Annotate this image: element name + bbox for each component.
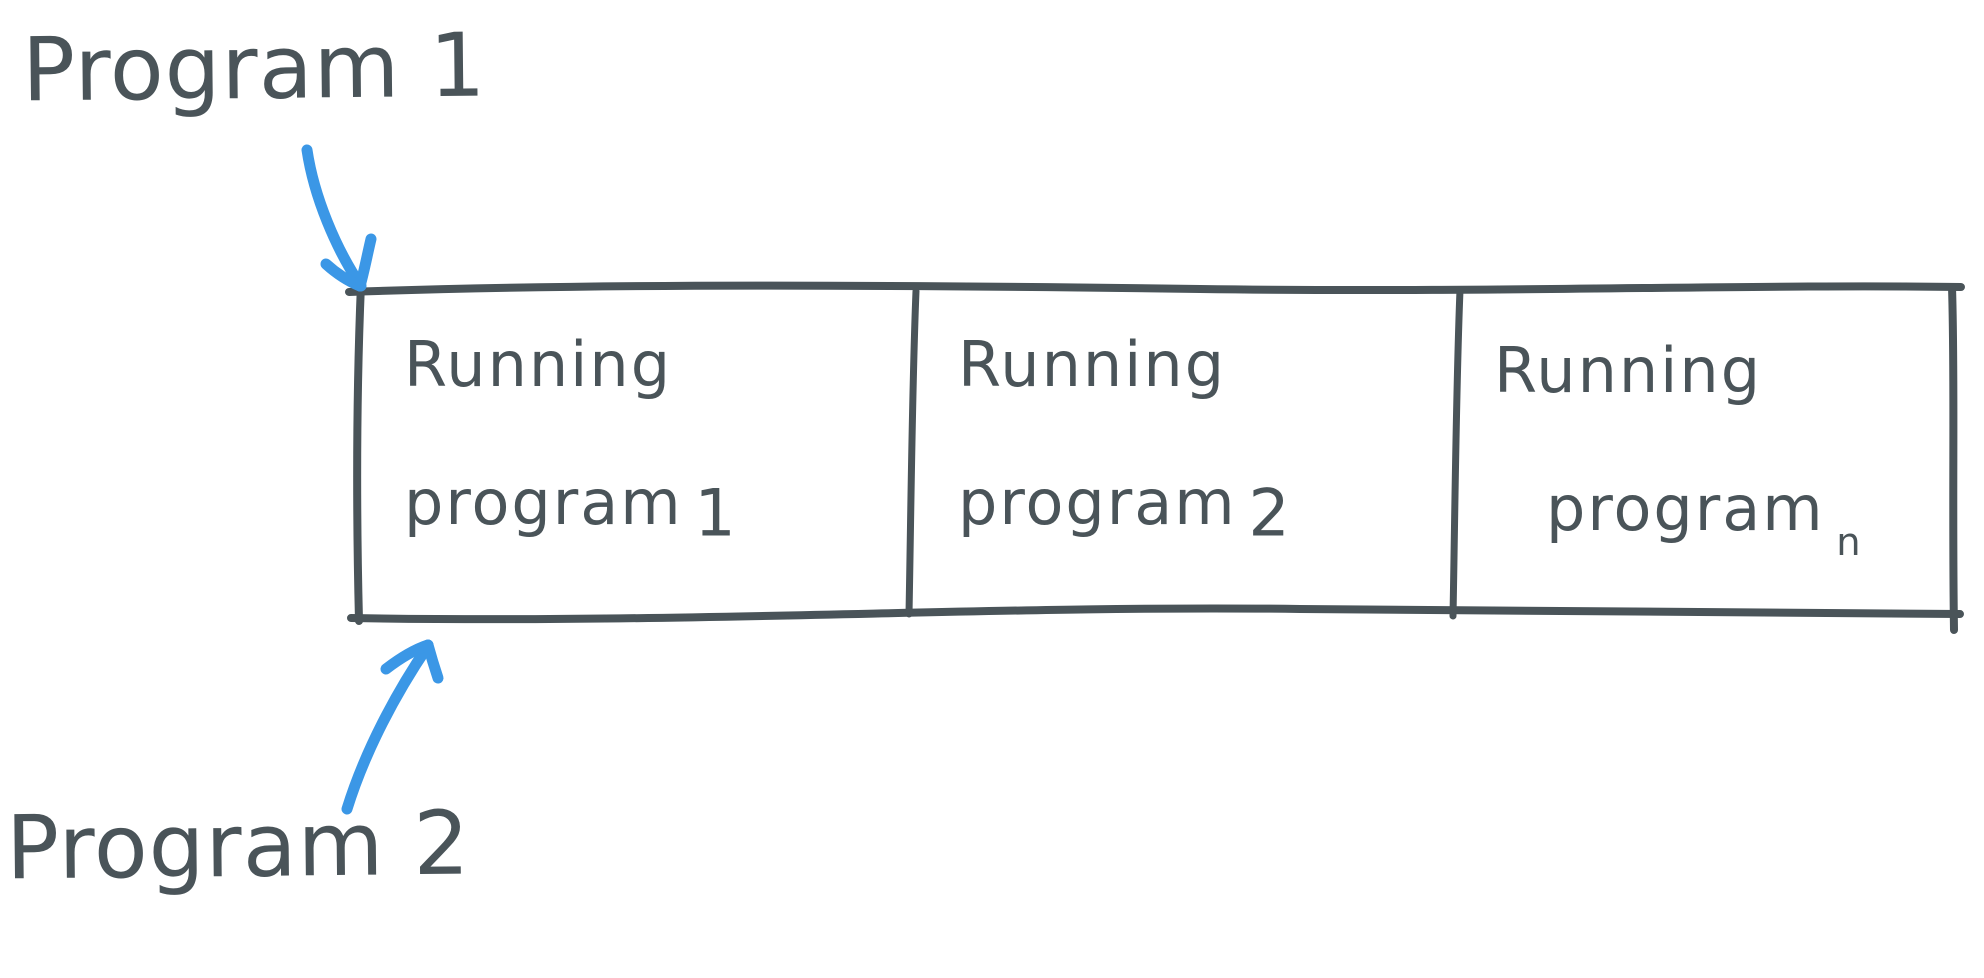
label-program-1: Program 1 (21, 13, 487, 122)
program2-arrow (341, 639, 444, 815)
program1-arrowhead-2 (354, 233, 377, 292)
program1-arrow-shaft (301, 144, 367, 292)
memory-box (345, 280, 1965, 634)
cell-1-word-program: program (404, 466, 683, 539)
cell-2-word-program: program (958, 466, 1237, 539)
program2-arrowhead-2 (422, 639, 444, 684)
cell-1-subscript: 1 (694, 476, 738, 552)
memory-box-left-edge (353, 280, 365, 625)
cell-divider-2 (1449, 286, 1464, 620)
cell-2-subscript: 2 (1248, 476, 1292, 552)
memory-box-right-edge (1948, 283, 1958, 634)
cell-n-word-running: Running (1494, 334, 1763, 407)
cell-n-word-program: program (1546, 472, 1825, 545)
cell-1-word-running: Running (404, 328, 673, 401)
memory-box-top-edge (345, 281, 1965, 296)
program1-arrow (301, 144, 377, 292)
cell-n-subscript: n (1836, 519, 1863, 565)
label-program-2: Program 2 (5, 791, 471, 900)
memory-box-bottom-edge (347, 604, 1964, 624)
program2-arrow-shaft (341, 640, 434, 815)
cell-divider-1 (905, 287, 920, 618)
cell-2-word-running: Running (958, 328, 1227, 401)
